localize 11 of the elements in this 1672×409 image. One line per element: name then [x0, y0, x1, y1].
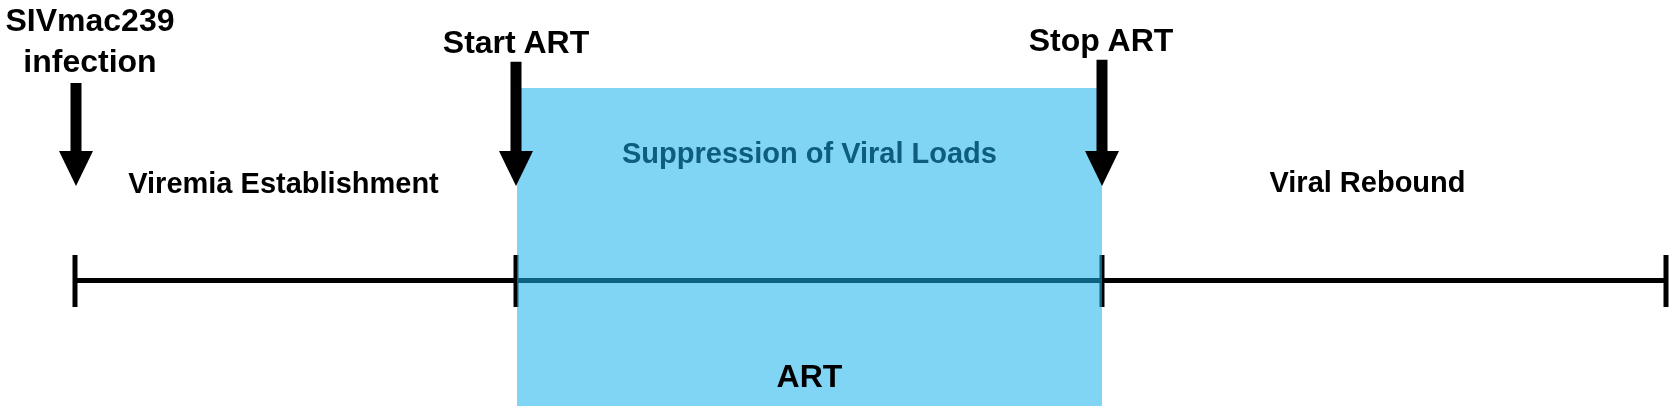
- period-band: [517, 88, 1102, 406]
- phase-label: Viremia Establishment: [128, 167, 439, 201]
- event-label: Stop ART: [1028, 22, 1174, 59]
- band-title: Suppression of Viral Loads: [622, 137, 997, 171]
- event-label: Start ART: [442, 24, 590, 61]
- arrow: [59, 83, 93, 186]
- phase-label: Viral Rebound: [1269, 166, 1466, 200]
- event-label: SIVmac239 infection: [5, 0, 175, 82]
- arrow: [1085, 59, 1119, 186]
- band-label: ART: [776, 358, 843, 395]
- arrow: [499, 61, 533, 186]
